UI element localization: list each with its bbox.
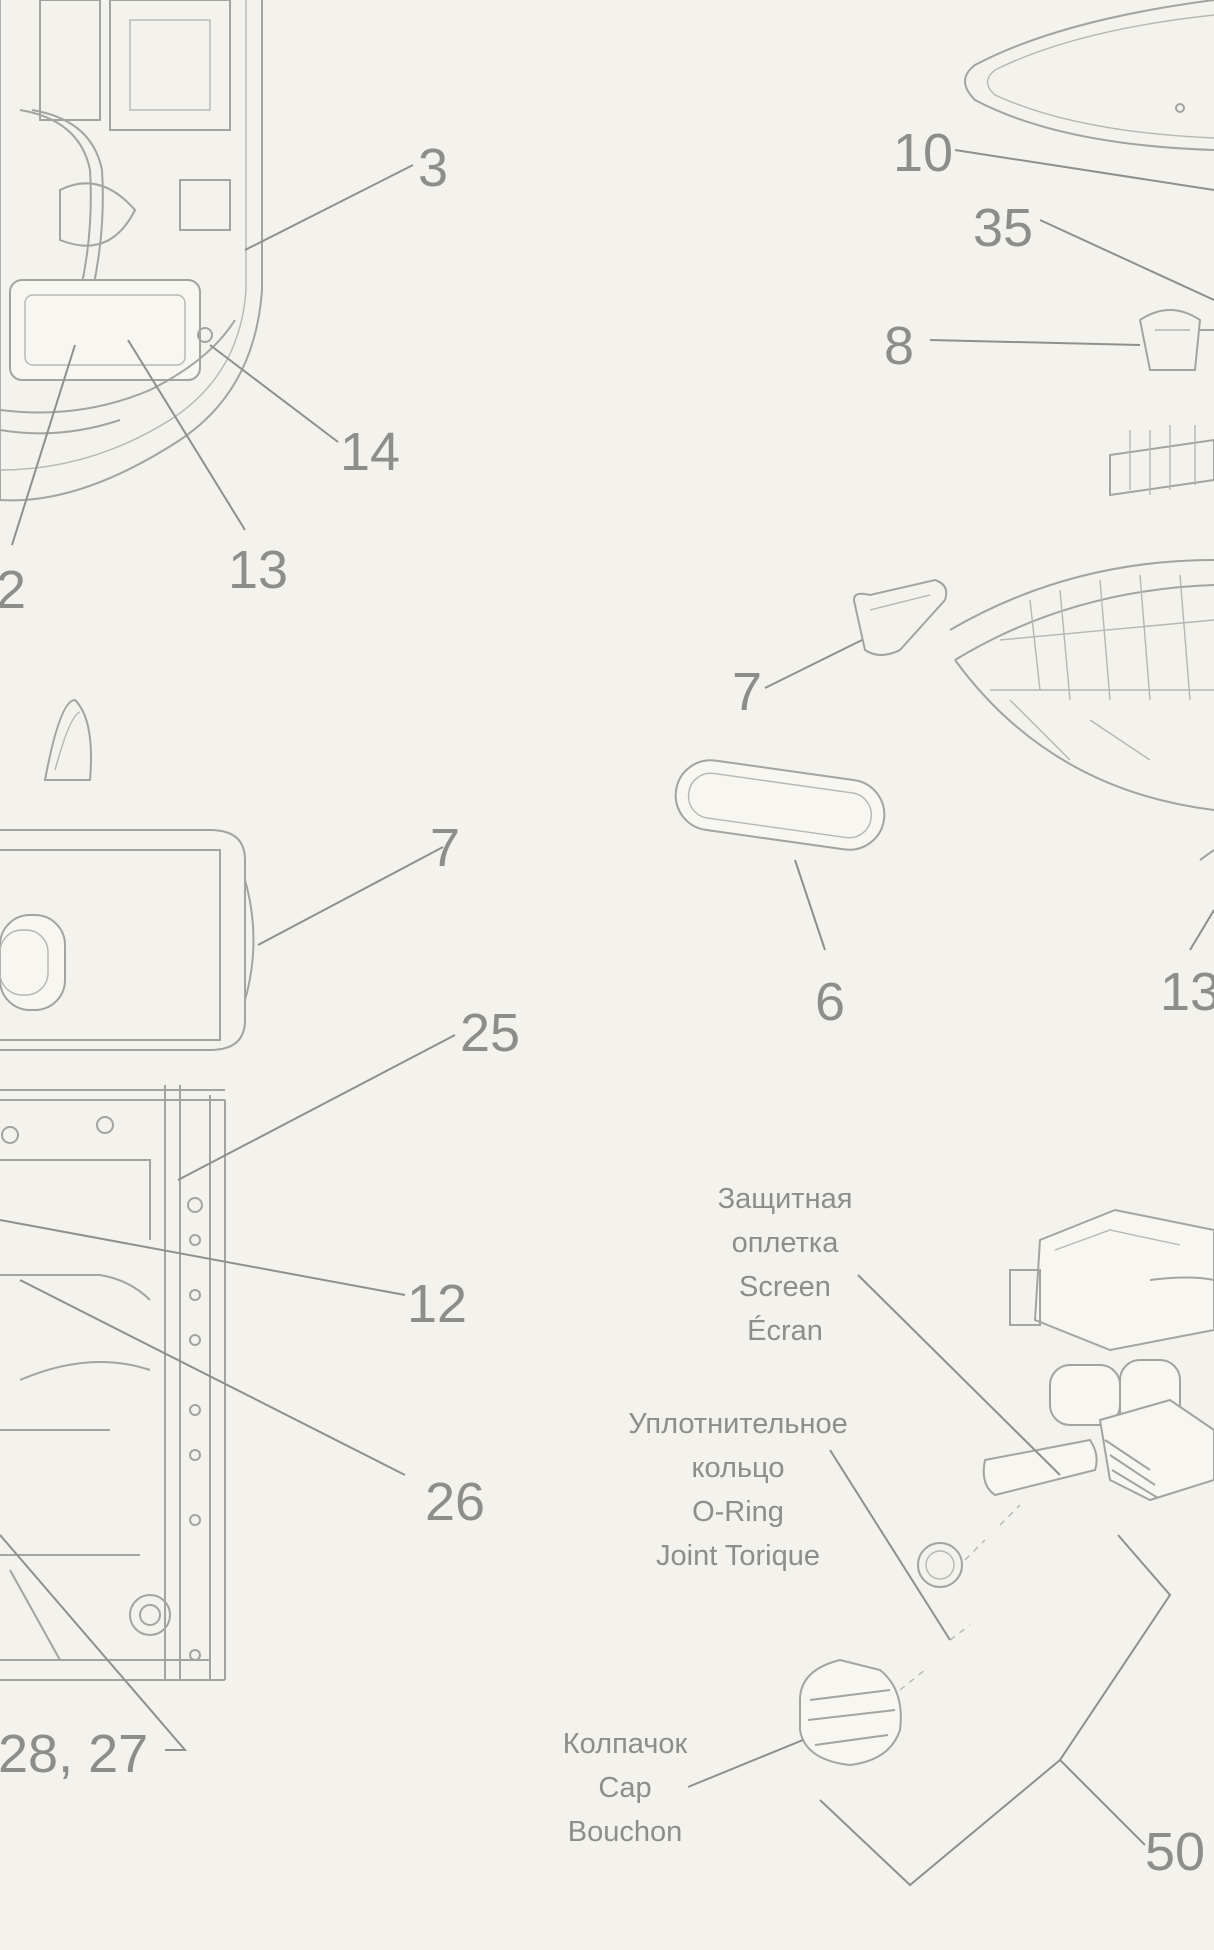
oring-label-ru-2: кольцо: [692, 1452, 785, 1484]
callout-7-bottom-left: 7: [430, 818, 460, 878]
callout-26: 26: [425, 1472, 485, 1532]
top-left-assembly: [0, 0, 263, 502]
cap-label-fr: Bouchon: [568, 1816, 683, 1848]
leader-lines: [0, 149, 1214, 1887]
callout-12: 12: [407, 1274, 467, 1334]
screen-label-ru-1: Защитная: [718, 1183, 853, 1215]
oring-label-en: O-Ring: [692, 1496, 784, 1528]
screen-label-en: Screen: [739, 1271, 831, 1303]
oring-label-fr: Joint Torique: [656, 1540, 820, 1572]
callout-50: 50: [1145, 1822, 1205, 1882]
callout-25: 25: [460, 1003, 520, 1063]
oring-label-ru-1: Уплотнительное: [628, 1408, 847, 1440]
callout-14: 14: [340, 422, 400, 482]
top-right-assembly: [674, 0, 1214, 861]
callout-8: 8: [884, 316, 914, 376]
callout-6: 6: [815, 972, 845, 1032]
callout-28-27: 28, 27: [0, 1724, 148, 1784]
callout-13-top-left: 13: [228, 540, 288, 600]
callout-3: 3: [418, 138, 448, 198]
screen-label: Защитная оплетка Screen Écran: [718, 1183, 853, 1347]
callout-numbers: 3 14 13 2 10 35 8 7 6 13 7 25 12 26 28, …: [0, 123, 1214, 1882]
cap-label-ru: Колпачок: [563, 1728, 688, 1760]
callout-13-right: 13: [1160, 962, 1214, 1022]
bottom-left-assembly: [0, 698, 255, 1681]
screen-label-ru-2: оплетка: [732, 1227, 840, 1259]
valve-assembly: [799, 1208, 1214, 1767]
callout-2: 2: [0, 560, 26, 620]
callout-10: 10: [893, 123, 953, 183]
cap-label-en: Cap: [598, 1772, 651, 1804]
cap-label: Колпачок Cap Bouchon: [563, 1728, 688, 1848]
screen-label-fr: Écran: [747, 1314, 823, 1347]
oring-label: Уплотнительное кольцо O-Ring Joint Toriq…: [628, 1408, 847, 1572]
callout-35: 35: [973, 198, 1033, 258]
callout-7-top-right: 7: [732, 662, 762, 722]
